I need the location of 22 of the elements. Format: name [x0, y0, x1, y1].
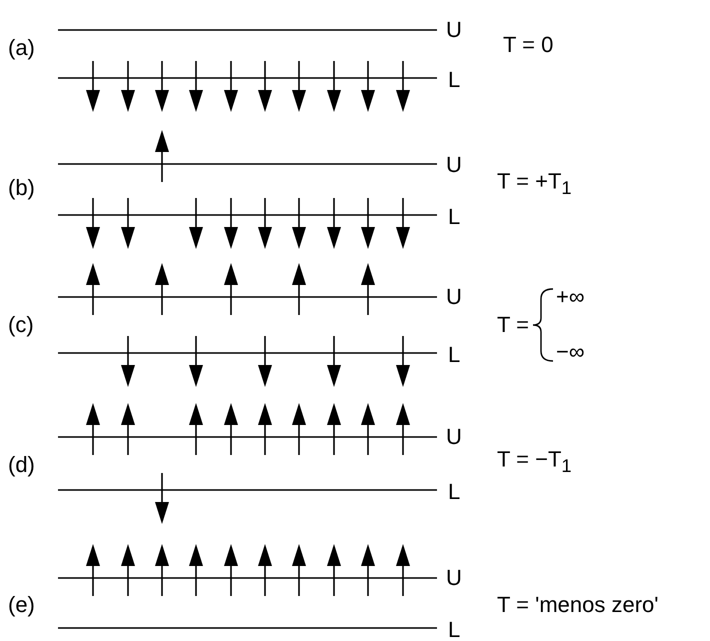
temperature-label: T = 0 — [503, 34, 554, 56]
level-name: L — [448, 481, 460, 503]
panel-label: (e) — [8, 594, 35, 616]
temperature-label: T = 'menos zero' — [497, 594, 658, 616]
temperature-label: T = +T$_{1}$ — [497, 170, 572, 198]
level-name: L — [448, 344, 460, 366]
temperature-value: −∞ — [556, 341, 585, 363]
level-name: U — [446, 19, 462, 41]
level-name: U — [446, 154, 462, 176]
panel-label: (c) — [8, 314, 34, 336]
level-name: L — [448, 619, 460, 641]
panel-label: (a) — [8, 37, 35, 59]
level-name: U — [446, 286, 462, 308]
temperature-value: +∞ — [556, 286, 585, 308]
temperature-label: T = — [497, 314, 530, 336]
panel-label: (d) — [8, 454, 35, 476]
level-name: L — [448, 69, 460, 91]
temperature-label: T = −T$_{1}$ — [497, 448, 572, 476]
level-name: U — [446, 567, 462, 589]
level-name: U — [446, 426, 462, 448]
level-name: L — [448, 206, 460, 228]
panel-label: (b) — [8, 177, 35, 199]
